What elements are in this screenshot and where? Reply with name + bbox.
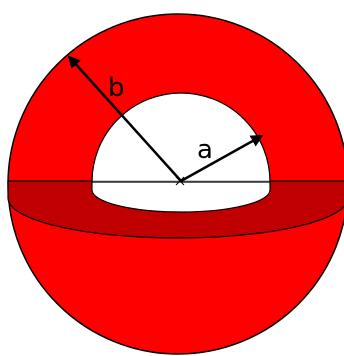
inner-cavity: [91, 180, 271, 213]
inner-cavity-dome: [91, 92, 271, 183]
outer-radius-label: b: [108, 73, 125, 103]
outer-radius-arrow: [67, 55, 182, 182]
inner-radius-arrow: [180, 134, 264, 183]
inner-radius-label: a: [197, 135, 213, 165]
